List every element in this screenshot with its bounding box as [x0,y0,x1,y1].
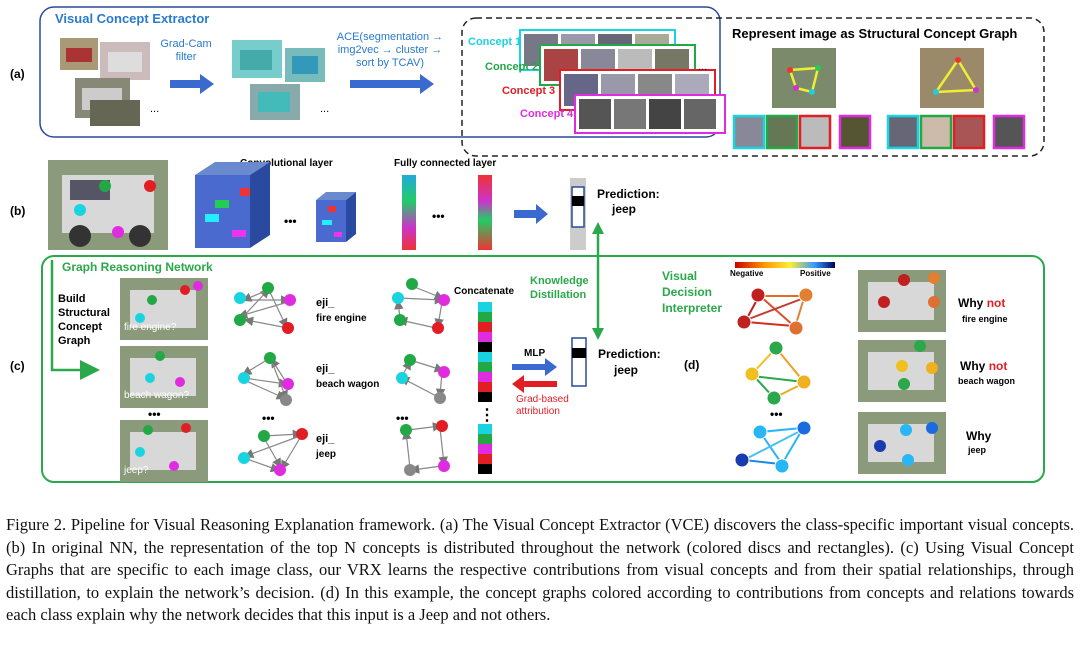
conv-label: Convolutional layer [240,158,333,169]
why-jeep-q: Why [966,429,992,443]
ace-label-3: sort by TCAV) [356,57,424,69]
graph-images [732,48,1026,150]
concat-vdots: ⋮ [479,407,495,424]
concept-4-label: Concept 4 [520,108,574,120]
graph-dots-1: ••• [262,411,275,425]
vce-title: Visual Concept Extractor [55,11,209,26]
why-fire-cls: fire engine [962,314,1008,324]
knowledge-label-1: Knowledge [530,275,589,287]
figure-caption: Figure 2. Pipeline for Visual Reasoning … [6,514,1074,627]
eji-2b: beach wagon [316,379,379,390]
query-beach-wagon: beach wagon? [124,390,189,401]
build-label-2: Structural [58,307,110,319]
panel-b-marker: (b) [10,204,25,218]
query-dots: ••• [148,407,161,421]
arrow-gradcam [170,74,214,94]
fc-bar-1 [402,175,416,250]
ellipsis-a1: ... [150,103,159,115]
vdi-title-2: Decision [662,285,712,299]
conv-layer-1 [195,162,270,248]
gradcam-images [232,40,325,120]
concept-strips [519,29,726,134]
eji-2a: eji_ [316,363,335,375]
build-label-3: Concept [58,321,102,333]
ace-label-1: ACE(segmentation → [337,31,443,43]
prediction-c-1: Prediction: [598,347,661,361]
input-images [60,38,150,126]
vdi-graph-jeep [734,420,812,474]
positive-label: Positive [800,269,831,278]
build-arrow [50,260,100,380]
gradcam-label-2: filter [176,51,197,63]
fc-bar-2 [478,175,492,250]
concept-1-label: Concept 1 [468,36,521,48]
panel-d-marker: (d) [684,358,699,372]
grad-label-1: Grad-based [516,394,569,405]
vce-box [39,6,721,138]
conv-layer-2 [316,192,356,242]
concept-2-label: Concept 2 [485,61,538,73]
eji-3a: eji_ [316,433,335,445]
query-jeep: jeep? [123,465,149,476]
vdi-title-1: Visual [662,269,697,283]
grad-arrow [512,375,557,393]
why-fire-q: Why not [958,296,1005,310]
prediction-b-2: jeep [611,202,636,216]
fc-dots: ••• [432,209,445,223]
grn-title: Graph Reasoning Network [62,260,213,274]
negative-label: Negative [730,269,764,278]
distillation-arrow-up [592,222,604,234]
mlp-arrow [512,358,557,376]
concat-vector [478,302,492,474]
prediction-bar-c [571,337,587,387]
eji-1a: eji_ [316,297,335,309]
pipeline-figure: (a) Visual Concept Extractor ... Grad-Ca… [10,6,1045,483]
caption-text: Figure 2. Pipeline for Visual Reasoning … [6,515,1074,624]
gradcam-label-1: Grad-Cam [160,38,211,50]
build-label-1: Build [58,293,86,305]
graph-dots-2: ••• [396,411,409,425]
graph-nodes-col1 [234,282,308,476]
eji-1b: fire engine [316,313,367,324]
build-label-4: Graph [58,335,91,347]
grad-label-2: attribution [516,406,560,417]
prediction-b-1: Prediction: [597,187,660,201]
graph-title: Represent image as Structural Concept Gr… [732,26,1017,41]
vdi-graph-beach-wagon [744,340,812,406]
query-fire-engine: fire engine? [124,322,177,333]
vdi-title-3: Interpreter [662,301,722,315]
arrow-b [514,204,548,224]
prediction-bar-b [570,178,586,250]
why-beach-q: Why not [960,359,1007,373]
concatenate-label: Concatenate [454,286,514,297]
eji-3b: jeep [315,449,336,460]
concept-graph-region [461,17,1045,157]
graphs-col1 [237,287,303,473]
color-scale [735,262,835,268]
concept-3-label: Concept 3 [502,85,555,97]
distillation-arrow-down [592,328,604,340]
conv-dots: ••• [284,214,297,228]
why-jeep-cls: jeep [967,445,987,455]
ellipsis-a2: ... [320,103,329,115]
why-beach-cls: beach wagon [958,376,1015,386]
jeep-input-image [48,160,168,250]
vdi-dots: ••• [770,407,783,421]
query-images [120,278,208,482]
fc-label: Fully connected layer [394,158,496,169]
panel-c-marker: (c) [10,359,25,373]
why-images [858,270,946,474]
vdi-graph-fire-engine [736,287,814,336]
mlp-label: MLP [524,348,545,359]
arrow-ace [350,74,434,94]
ace-label-2: img2vec → cluster → [338,44,443,56]
grn-box [41,255,1045,483]
panel-a-marker: (a) [10,67,25,81]
prediction-c-2: jeep [613,363,638,377]
ellipsis-concepts: ... [698,61,707,73]
graph-nodes-col2 [392,278,450,476]
knowledge-label-2: Distillation [530,289,587,301]
